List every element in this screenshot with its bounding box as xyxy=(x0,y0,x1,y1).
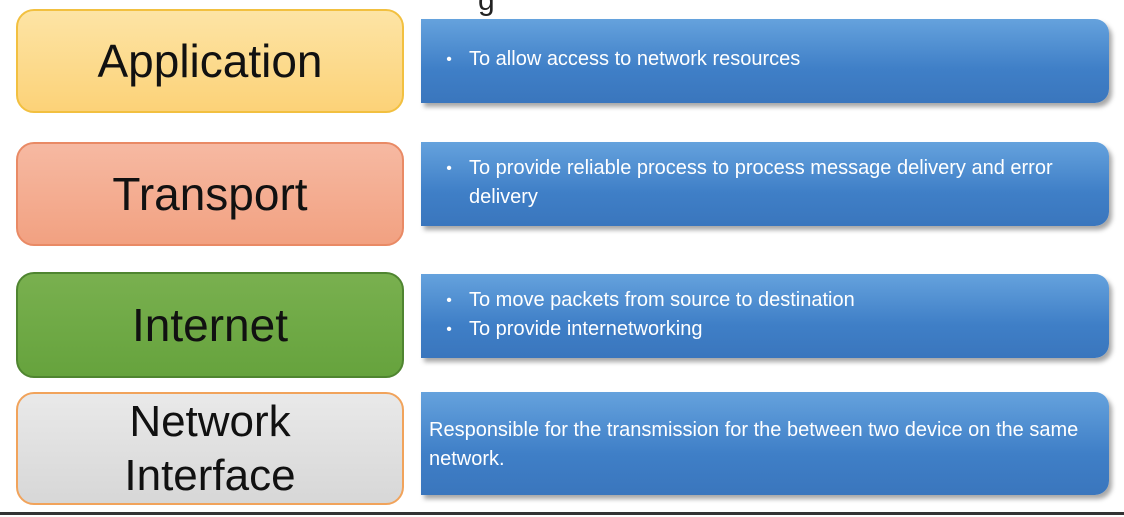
description-bullet: • To provide internetworking xyxy=(429,315,1089,344)
layer-network-interface-description: Responsible for the transmission for the… xyxy=(421,392,1109,495)
description-bullet: • To move packets from source to destina… xyxy=(429,286,1089,315)
layer-application-label: Application xyxy=(97,35,323,87)
description-text: Responsible for the transmission for the… xyxy=(429,419,1079,470)
layer-network-interface-label-line1: Network xyxy=(129,396,291,446)
layer-network-interface-box: Network Interface xyxy=(16,392,404,505)
bullet-text: To provide internetworking xyxy=(469,318,703,340)
layer-internet-description: • To move packets from source to destina… xyxy=(421,274,1109,358)
bullet-icon: • xyxy=(446,292,452,309)
layer-internet-label: Internet xyxy=(132,299,288,351)
description-bullet: • To allow access to network resources xyxy=(429,45,1089,74)
description-bullet: • To provide reliable process to process… xyxy=(429,154,1089,212)
layer-transport-label: Transport xyxy=(112,168,308,220)
layer-application-box: Application xyxy=(16,9,404,113)
layer-network-interface-label: Network Interface xyxy=(124,395,295,503)
layer-internet-box: Internet xyxy=(16,272,404,378)
layer-application-description: • To allow access to network resources xyxy=(421,19,1109,103)
bottom-divider xyxy=(0,512,1124,515)
bullet-text: To move packets from source to destinati… xyxy=(469,289,855,311)
bullet-icon: • xyxy=(446,321,452,338)
layer-transport-description: • To provide reliable process to process… xyxy=(421,142,1109,226)
bullet-text: To allow access to network resources xyxy=(469,48,801,70)
bullet-icon: • xyxy=(446,160,452,177)
slide-title-fragment: g xyxy=(478,0,495,17)
bullet-text: To provide reliable process to process m… xyxy=(469,157,1053,208)
layer-network-interface-label-line2: Interface xyxy=(124,450,296,500)
layer-transport-box: Transport xyxy=(16,142,404,246)
bullet-icon: • xyxy=(446,51,452,68)
